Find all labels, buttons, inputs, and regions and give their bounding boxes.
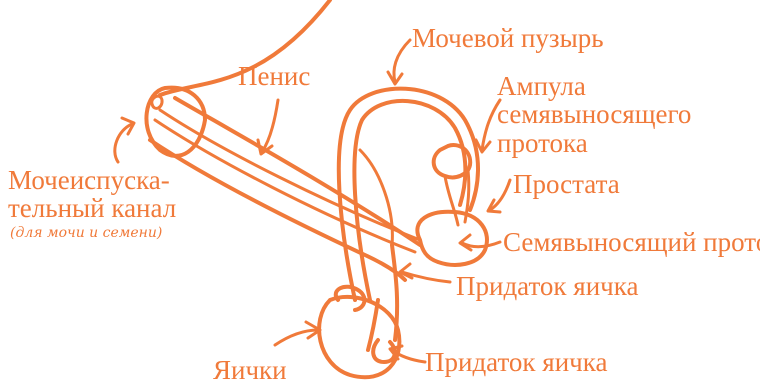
label-penis: Пенис — [238, 62, 310, 90]
ampulla-duct — [445, 176, 458, 225]
label-testicles: Яички — [213, 356, 287, 384]
bladder-inner — [354, 101, 465, 300]
arrow-vas — [462, 242, 500, 247]
label-ampulla-line1: Ампула — [497, 72, 691, 100]
prostate — [417, 212, 487, 265]
label-epididymis-2: Придаток яичка — [425, 348, 607, 376]
arrow-penis — [262, 100, 278, 152]
arrow-testicles — [275, 330, 318, 345]
label-urethra-line1: Мочеиспуска- — [8, 166, 176, 194]
label-urethra: Мочеиспуска- тельный канал — [8, 166, 176, 223]
label-ampulla: Ампула семявыносящего протока — [497, 72, 691, 157]
arrow-vas-head — [460, 235, 471, 250]
label-prostate: Простата — [513, 170, 620, 198]
label-urethra-note: (для мочи и семени) — [10, 226, 162, 241]
arrow-prostate — [490, 180, 510, 210]
label-ampulla-line2: семявыносящего — [497, 100, 691, 128]
label-ampulla-line3: протока — [497, 129, 691, 157]
label-epididymis-1: Придаток яичка — [456, 272, 638, 300]
urethra-opening — [152, 96, 162, 108]
label-bladder: Мочевой пузырь — [412, 24, 604, 52]
label-urethra-line2: тельный канал — [8, 194, 176, 222]
label-vas-deferens: Семявыносящий проток — [503, 228, 760, 256]
urethra-line-b — [155, 120, 415, 252]
